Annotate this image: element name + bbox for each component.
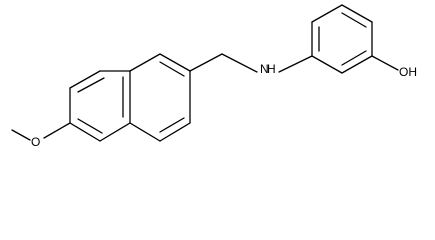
- bond-c3-c4: [159, 122, 191, 142]
- bond-p3-p4-double: [341, 12, 367, 28]
- bond-ch2-n: [221, 53, 258, 73]
- bond-c5-c6: [69, 70, 101, 89]
- bond-c4a-c1: [129, 53, 161, 72]
- bond-c7-c8: [69, 122, 101, 142]
- bond-c3-c4-double: [159, 117, 185, 133]
- amine-nitrogen-visible-label: N: [260, 62, 269, 76]
- hydroxyl-label: OH: [399, 65, 417, 79]
- naphthalene-right-ring: [129, 53, 191, 142]
- bond-p5-o: [371, 55, 399, 71]
- bond-o-ch3: [11, 129, 31, 141]
- phenol-ring: [311, 4, 399, 74]
- bond-p6-p1: [311, 55, 343, 74]
- molecule-diagram: O H N OH N: [11, 4, 417, 149]
- methoxy-group: O: [11, 122, 71, 149]
- bond-p5-p6: [341, 55, 373, 74]
- bond-n-aryl: [278, 55, 313, 73]
- bond-p2-p3: [311, 4, 343, 23]
- bond-c4-c8a: [129, 122, 161, 142]
- methoxy-oxygen-label: O: [31, 135, 40, 149]
- structure-canvas: O H N OH N: [11, 4, 417, 149]
- bond-c1-c2-double: [159, 61, 185, 77]
- methylene-linker: [189, 53, 258, 73]
- bond-c1-c2: [159, 53, 191, 72]
- bond-c7-c8-double: [77, 118, 103, 134]
- amine-hydrogen-label: H: [267, 62, 276, 76]
- bond-c7-o: [43, 122, 71, 139]
- bond-c8-c8a: [99, 122, 131, 142]
- bond-c2-ch2: [189, 53, 223, 72]
- amine-group: H N: [267, 55, 313, 76]
- bond-c5-c6-double: [77, 77, 105, 93]
- bond-p3-p4: [341, 4, 373, 23]
- bond-p5-p6-double: [341, 50, 367, 66]
- naphthalene-left-ring: [69, 70, 131, 142]
